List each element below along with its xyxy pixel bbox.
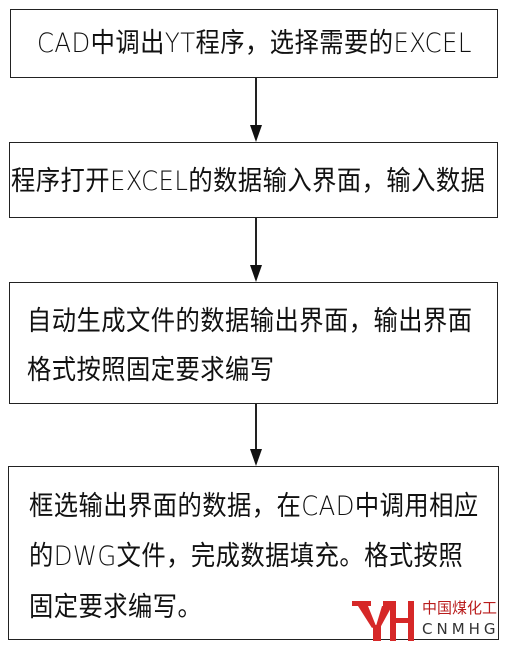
step-box-4: 框选输出界面的数据，在CAD中调用相应 的DWG文件，完成数据填充。格式按照 固… <box>8 466 499 640</box>
watermark-name-cn: 中国煤化工 <box>422 599 498 617</box>
step-box-1: CAD中调出YT程序，选择需要的EXCEL <box>10 9 498 78</box>
arrow-down-icon <box>250 449 262 466</box>
step-3-text-line-1: 自动生成文件的数据输出界面，输出界面 <box>27 306 473 337</box>
watermark-name-en: CNMHG <box>422 620 500 638</box>
step-4-text-line-1: 框选输出界面的数据，在CAD中调用相应 <box>29 491 479 522</box>
step-3-text-line-2: 格式按照固定要求编写 <box>27 355 275 386</box>
watermark-logo-icon <box>352 601 414 641</box>
step-box-2: 程序打开EXCEL的数据输入界面，输入数据 <box>9 142 498 218</box>
step-4-text-line-2: 的DWG文件，完成数据填充。格式按照 <box>29 541 464 572</box>
step-box-3: 自动生成文件的数据输出界面，输出界面 格式按照固定要求编写 <box>9 282 498 404</box>
connector-2 <box>255 218 257 266</box>
arrow-down-icon <box>250 125 262 142</box>
step-1-text: CAD中调出YT程序，选择需要的EXCEL <box>37 28 472 59</box>
step-4-text-line-3: 固定要求编写。 <box>29 592 203 623</box>
watermark: 中国煤化工 CNMHG <box>352 596 508 646</box>
connector-1 <box>255 78 257 126</box>
connector-3 <box>255 404 257 450</box>
step-2-text: 程序打开EXCEL的数据输入界面，输入数据 <box>11 166 486 197</box>
arrow-down-icon <box>250 265 262 282</box>
